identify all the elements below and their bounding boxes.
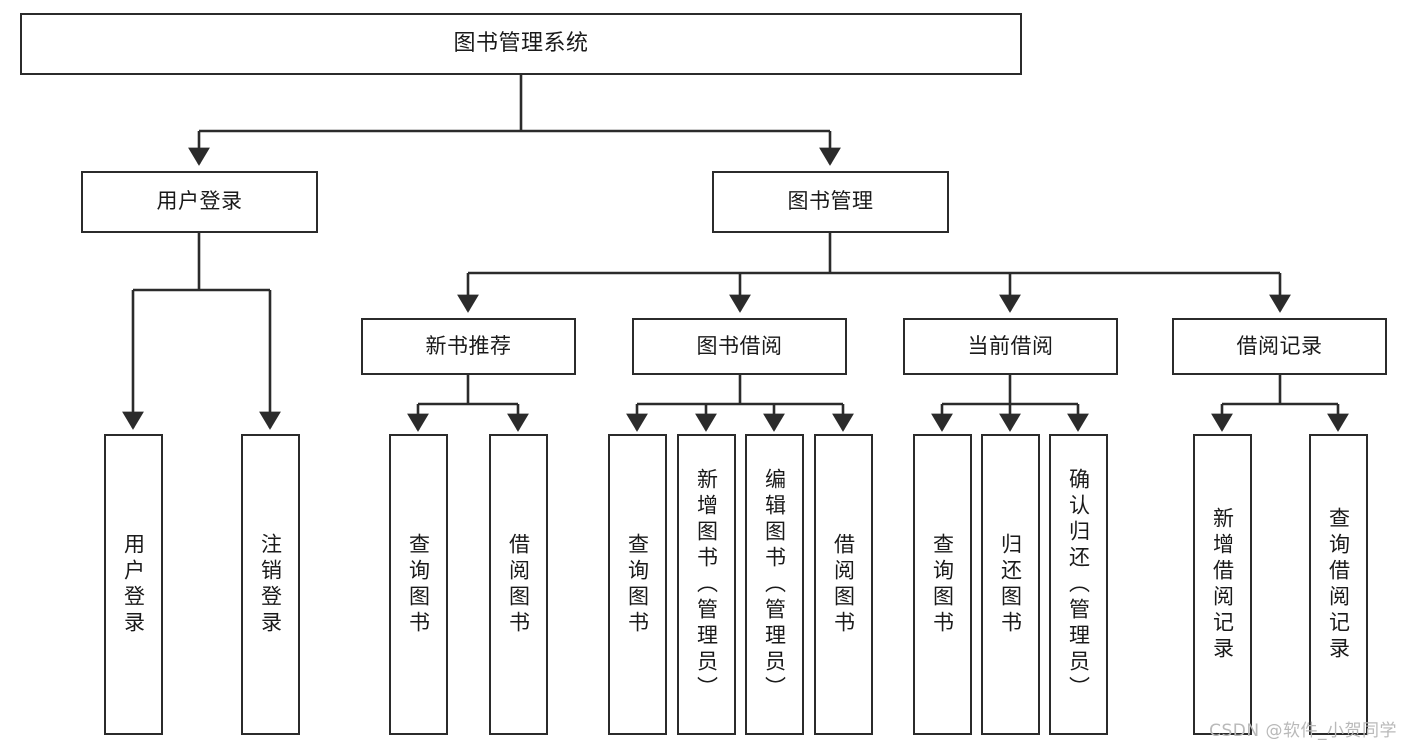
node-leaf-return-book-label: 归还图书 — [998, 532, 1023, 637]
node-user-login-label: 用户登录 — [156, 189, 243, 214]
node-leaf-borrow-book-1-label: 借阅图书 — [506, 532, 531, 637]
node-leaf-edit-book-label: 编辑图书（管理员） — [762, 467, 787, 702]
node-current-borrow[interactable]: 当前借阅 — [903, 318, 1118, 375]
node-leaf-return-book[interactable]: 归还图书 — [981, 434, 1040, 735]
node-leaf-query-book-1-label: 查询图书 — [406, 532, 431, 637]
node-leaf-query-record-label: 查询借阅记录 — [1326, 506, 1351, 663]
node-leaf-user-login[interactable]: 用户登录 — [104, 434, 163, 735]
node-leaf-confirm-return[interactable]: 确认归还（管理员） — [1049, 434, 1108, 735]
node-leaf-borrow-book-1[interactable]: 借阅图书 — [489, 434, 548, 735]
node-book-manage[interactable]: 图书管理 — [712, 171, 949, 233]
node-user-login[interactable]: 用户登录 — [81, 171, 318, 233]
node-borrow-record[interactable]: 借阅记录 — [1172, 318, 1387, 375]
node-book-borrow[interactable]: 图书借阅 — [632, 318, 847, 375]
node-leaf-query-book-2[interactable]: 查询图书 — [608, 434, 667, 735]
node-leaf-add-book[interactable]: 新增图书（管理员） — [677, 434, 736, 735]
node-leaf-add-book-label: 新增图书（管理员） — [694, 467, 719, 702]
node-leaf-query-book-2-label: 查询图书 — [625, 532, 650, 637]
node-root[interactable]: 图书管理系统 — [20, 13, 1022, 75]
node-leaf-borrow-book-2[interactable]: 借阅图书 — [814, 434, 873, 735]
node-leaf-add-record-label: 新增借阅记录 — [1210, 506, 1235, 663]
node-leaf-confirm-return-label: 确认归还（管理员） — [1066, 467, 1091, 702]
node-root-label: 图书管理系统 — [453, 30, 589, 56]
node-leaf-query-record[interactable]: 查询借阅记录 — [1309, 434, 1368, 735]
node-leaf-edit-book[interactable]: 编辑图书（管理员） — [745, 434, 804, 735]
watermark-text: CSDN @软件_小贺同学 — [1209, 721, 1397, 741]
node-new-book-recommend-label: 新书推荐 — [425, 333, 512, 358]
node-new-book-recommend[interactable]: 新书推荐 — [361, 318, 576, 375]
node-borrow-record-label: 借阅记录 — [1236, 333, 1323, 358]
node-leaf-user-login-label: 用户登录 — [121, 532, 146, 637]
node-leaf-query-book-3-label: 查询图书 — [930, 532, 955, 637]
node-leaf-borrow-book-2-label: 借阅图书 — [831, 532, 856, 637]
node-leaf-logout-label: 注销登录 — [258, 532, 283, 637]
node-leaf-query-book-1[interactable]: 查询图书 — [389, 434, 448, 735]
node-leaf-add-record[interactable]: 新增借阅记录 — [1193, 434, 1252, 735]
node-leaf-logout[interactable]: 注销登录 — [241, 434, 300, 735]
node-book-manage-label: 图书管理 — [787, 189, 874, 214]
node-book-borrow-label: 图书借阅 — [696, 333, 783, 358]
node-leaf-query-book-3[interactable]: 查询图书 — [913, 434, 972, 735]
node-current-borrow-label: 当前借阅 — [967, 333, 1054, 358]
